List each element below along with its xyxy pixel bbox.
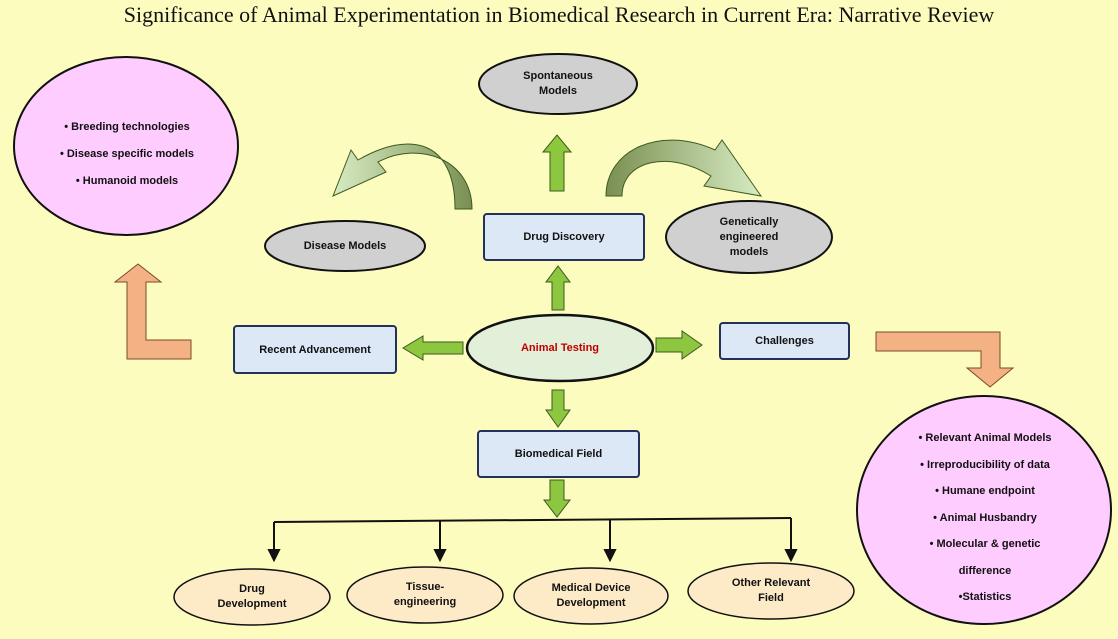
field-connectors (267, 517, 798, 563)
challenges-list: • Relevant Animal Models • Irreproducibi… (887, 425, 1083, 611)
curved-arrow-to-disease-models (332, 143, 473, 210)
biomedical-field-box: Biomedical Field (477, 430, 640, 478)
diagram-title: Significance of Animal Experimentation i… (123, 2, 995, 27)
curved-arrow-to-genetic-models (605, 139, 763, 197)
disease-models-ellipse (264, 220, 426, 272)
drug-discovery-box: Drug Discovery (483, 213, 645, 261)
arrow-left-to-advancement (402, 335, 464, 361)
field-ellipse-4 (687, 562, 855, 620)
challenge-item: • Irreproducibility of data (920, 458, 1050, 471)
challenge-item: difference (958, 564, 1012, 577)
challenge-item: • Humane endpoint (935, 485, 1035, 497)
challenges-box: Challenges (719, 322, 850, 360)
field-ellipse-3 (513, 567, 669, 625)
spontaneous-models-ellipse (478, 53, 638, 115)
challenge-item: • Molecular & genetic (929, 538, 1041, 550)
advancement-item: • Disease specific models (59, 148, 195, 160)
orange-arrow-to-challenges (875, 331, 1015, 388)
arrow-down-to-fields (542, 479, 572, 518)
challenges-ellipse (856, 395, 1112, 625)
arrow-up-to-drug-discovery (545, 265, 571, 311)
challenge-item: •Statistics (958, 591, 1012, 603)
advancements-ellipse (13, 56, 239, 236)
field-label-tissue-engineering: Tissue-engineering (393, 581, 457, 608)
challenge-item: • Relevant Animal Models (918, 432, 1052, 444)
challenge-item: • Animal Husbandry (933, 511, 1037, 524)
arrow-right-to-challenges (655, 330, 703, 360)
field-ellipse-1 (173, 568, 331, 626)
arrow-down-to-biomedical (545, 389, 571, 428)
field-ellipse-2 (346, 566, 504, 624)
advancement-item: • Breeding technologies (64, 121, 190, 133)
genetic-models-ellipse (665, 200, 833, 274)
disease-models-label: Disease Models (303, 239, 387, 252)
advancements-list: • Breeding technologies • Disease specif… (40, 114, 214, 195)
animal-testing-label: Animal Testing (520, 341, 600, 354)
animal-testing-ellipse (465, 313, 655, 383)
orange-arrow-to-advancements (113, 263, 192, 360)
recent-advancement-box: Recent Advancement (233, 325, 397, 374)
arrow-up-to-spontaneous (541, 134, 573, 192)
advancement-item: • Humanoid models (75, 175, 179, 187)
